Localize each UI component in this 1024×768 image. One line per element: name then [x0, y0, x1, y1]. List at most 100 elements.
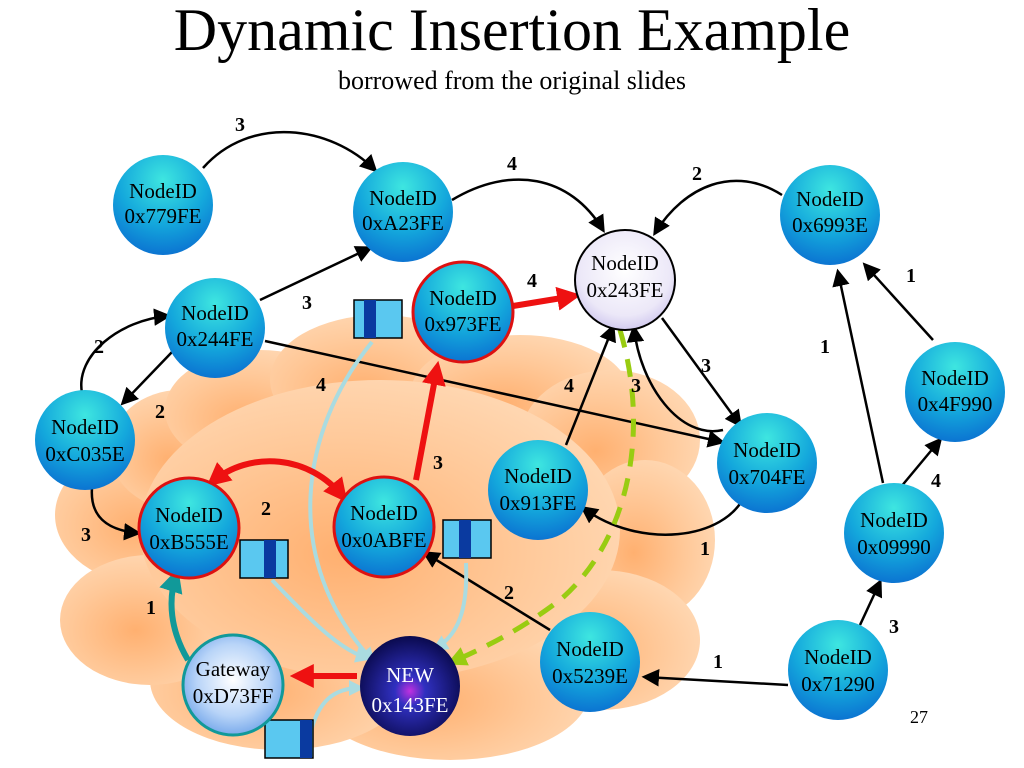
edge-label: 1 [820, 336, 830, 358]
node-0x0ABFE: NodeID 0x0ABFE [332, 475, 436, 579]
svg-text:NodeID: NodeID [804, 645, 872, 669]
svg-text:0x244FE: 0x244FE [176, 327, 253, 351]
edge-4F990-6993 [862, 262, 934, 341]
node-0x973FE: NodeID 0x973FE [411, 260, 515, 364]
svg-text:NodeID: NodeID [796, 187, 864, 211]
svg-text:0x4F990: 0x4F990 [918, 392, 993, 416]
edge-label: 2 [94, 336, 104, 358]
edge-label: 4 [507, 153, 517, 175]
svg-text:NodeID: NodeID [921, 366, 989, 390]
edge-5239-0ABF [422, 551, 551, 632]
message-from-0ABF-arrow [431, 562, 469, 651]
node-0x71290: NodeID 0x71290 [788, 620, 888, 720]
svg-text:0x243FE: 0x243FE [586, 278, 663, 302]
edge-label: 3 [235, 114, 245, 136]
edge-09990-6993 [832, 268, 885, 484]
svg-text:NodeID: NodeID [733, 438, 801, 462]
svg-text:0x143FE: 0x143FE [371, 693, 448, 717]
gateway-node-0xD73FF: Gateway 0xD73FF [181, 633, 285, 737]
edge-704-243 [626, 324, 724, 433]
edge-labels: 3 4 2 3 4 2 2 1 1 4 4 3 3 3 2 3 4 1 1 2 … [81, 114, 941, 673]
message-from-B555-arrow [270, 578, 372, 663]
svg-text:0xB555E: 0xB555E [149, 530, 228, 554]
node-0xB555E: NodeID 0xB555E [137, 476, 241, 580]
node-0x243FE-target: NodeID 0x243FE [574, 229, 676, 331]
svg-text:0x09990: 0x09990 [857, 535, 931, 559]
svg-text:0x71290: 0x71290 [801, 672, 875, 696]
insertion-route [206, 286, 582, 688]
node-0x244FE: NodeID 0x244FE [165, 278, 265, 378]
edge-label: 3 [302, 292, 312, 314]
svg-text:NodeID: NodeID [429, 286, 497, 310]
node-0xC035E: NodeID 0xC035E [35, 390, 135, 490]
route-0ABF-973 [413, 360, 446, 481]
slide-title: Dynamic Insertion Example [173, 0, 851, 63]
edge-779-A23 [202, 130, 378, 173]
edge-71290-5239 [641, 669, 789, 687]
svg-text:NodeID: NodeID [181, 301, 249, 325]
svg-text:0x0ABFE: 0x0ABFE [341, 528, 426, 552]
edge-244-C035 [120, 351, 173, 406]
edge-6993-243 [653, 179, 783, 236]
reply-243-to-new-arrow [446, 329, 636, 666]
edge-label: 1 [700, 538, 710, 560]
edge-label: 4 [527, 270, 537, 292]
svg-text:NodeID: NodeID [504, 464, 572, 488]
svg-text:0x704FE: 0x704FE [728, 465, 805, 489]
edge-label: 4 [564, 375, 574, 397]
nodes: NodeID 0x779FE NodeID 0xA23FE NodeID 0x2… [35, 155, 1005, 737]
edge-704-913 [580, 494, 747, 536]
svg-text:NEW: NEW [386, 663, 434, 687]
svg-text:NodeID: NodeID [350, 501, 418, 525]
page-number: 27 [910, 707, 928, 727]
node-0x704FE: NodeID 0x704FE [717, 413, 817, 513]
edge-label: 3 [631, 375, 641, 397]
svg-text:NodeID: NodeID [155, 503, 223, 527]
svg-text:0x973FE: 0x973FE [424, 312, 501, 336]
svg-text:NodeID: NodeID [369, 186, 437, 210]
routing-edges [80, 130, 943, 687]
svg-text:0x779FE: 0x779FE [124, 204, 201, 228]
message-box-icon [239, 539, 289, 579]
svg-text:0x6993E: 0x6993E [792, 213, 868, 237]
node-0x5239E: NodeID 0x5239E [540, 612, 640, 712]
edge-244-A23 [259, 246, 374, 302]
svg-text:0x913FE: 0x913FE [499, 491, 576, 515]
node-0x913FE: NodeID 0x913FE [488, 440, 588, 540]
svg-text:0xA23FE: 0xA23FE [362, 211, 444, 235]
svg-text:NodeID: NodeID [51, 415, 119, 439]
svg-text:NodeID: NodeID [860, 508, 928, 532]
edge-label: 4 [931, 470, 941, 492]
message-box-icon [264, 719, 314, 759]
edge-label: 3 [433, 452, 443, 474]
svg-text:NodeID: NodeID [556, 637, 624, 661]
edge-label: 3 [81, 524, 91, 546]
node-0x779FE: NodeID 0x779FE [113, 155, 213, 255]
edge-243-704 [660, 317, 743, 428]
node-0x6993E: NodeID 0x6993E [780, 165, 880, 265]
route-B555-0ABF [206, 458, 348, 503]
message-box-icons [239, 299, 492, 759]
edge-label: 2 [692, 163, 702, 185]
message-box-icon [442, 519, 492, 559]
svg-text:0xC035E: 0xC035E [45, 442, 124, 466]
edge-label: 1 [906, 265, 916, 287]
edge-label: 1 [713, 651, 723, 673]
edge-label: 2 [155, 401, 165, 423]
message-box-icon [353, 299, 403, 339]
slide-subtitle: borrowed from the original slides [337, 66, 687, 95]
gateway-to-B555-arrow [159, 568, 191, 662]
edge-913-243 [564, 323, 616, 446]
new-node-0x143FE: NEW 0x143FE [360, 636, 460, 736]
edge-label: 2 [504, 582, 514, 604]
svg-text:0xD73FF: 0xD73FF [193, 684, 274, 708]
edge-label: 1 [146, 597, 156, 619]
svg-text:Gateway: Gateway [196, 657, 271, 681]
edge-label: 3 [889, 616, 899, 638]
node-0x09990: NodeID 0x09990 [844, 483, 944, 583]
edge-C035-B555 [90, 487, 142, 541]
svg-text:NodeID: NodeID [591, 251, 659, 275]
edge-244-704 [264, 339, 726, 448]
svg-text:NodeID: NodeID [129, 179, 197, 203]
